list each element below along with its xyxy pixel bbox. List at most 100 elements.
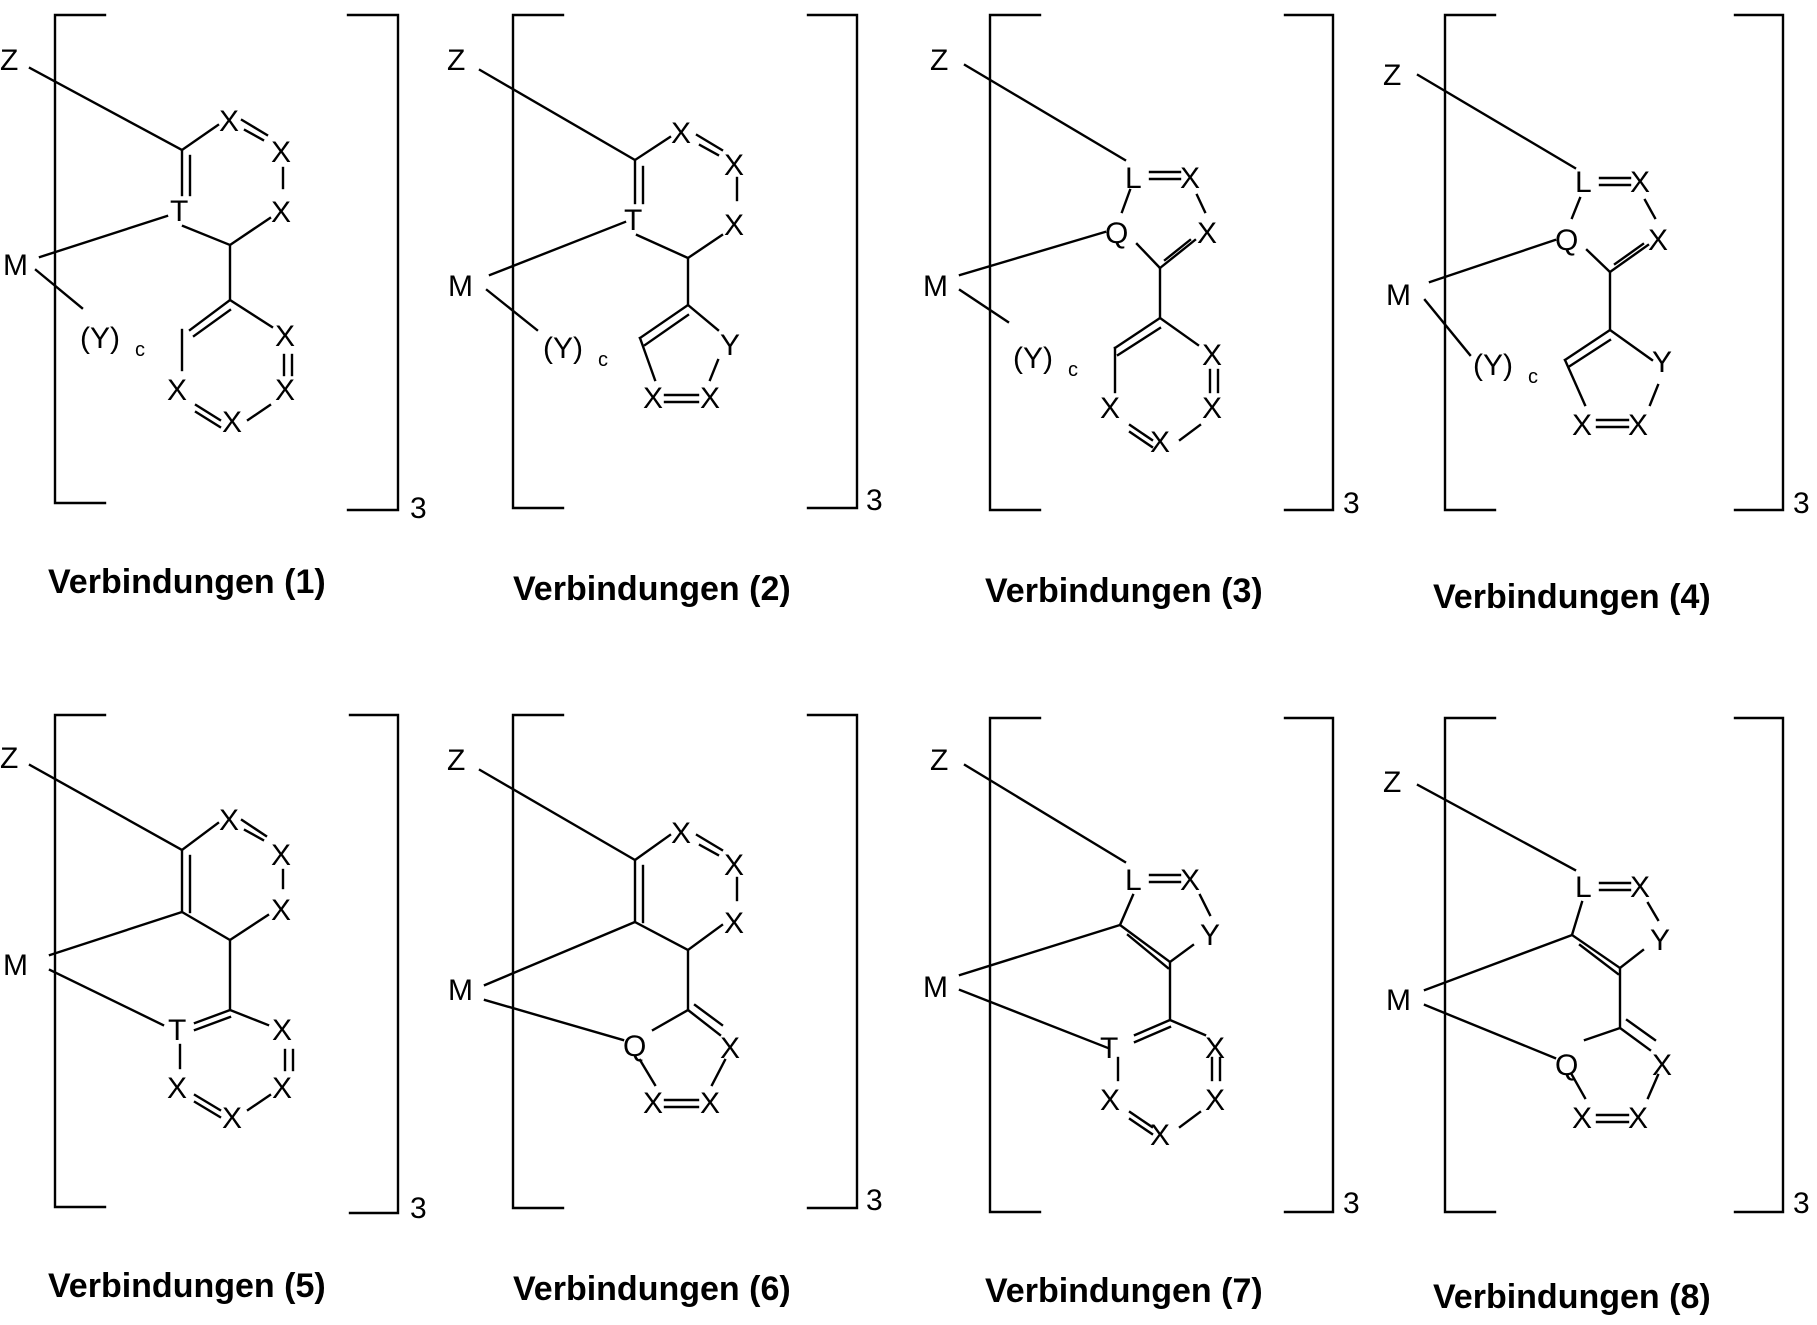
- caption: Verbindungen (7): [985, 1272, 1263, 1310]
- caption: Verbindungen (6): [513, 1270, 791, 1308]
- atom-label: Y: [1652, 346, 1672, 379]
- atom-label: X: [643, 1087, 663, 1120]
- atom-label: X: [1630, 871, 1650, 904]
- atom-label: X: [1652, 1049, 1672, 1082]
- atom-label: X: [271, 894, 291, 927]
- right-bracket: [1285, 15, 1333, 510]
- atom-label: X: [1100, 1084, 1120, 1117]
- atom-label: X: [272, 1072, 292, 1105]
- atom-label: X: [720, 1032, 740, 1065]
- atom-label: Q: [1555, 1049, 1578, 1082]
- multiplier: 3: [410, 1192, 427, 1225]
- atom-label: M: [3, 249, 28, 282]
- atom-label: Y: [1200, 919, 1220, 952]
- atom-label: M: [923, 270, 948, 303]
- right-bracket: [1735, 15, 1783, 510]
- atom-label: (Y): [1013, 342, 1053, 375]
- bond-lines: [30, 765, 293, 1117]
- caption: Verbindungen (8): [1433, 1278, 1711, 1316]
- atom-label: X: [271, 839, 291, 872]
- atom-label: X: [219, 804, 239, 837]
- atom-label: Q: [623, 1030, 646, 1063]
- right-bracket: [348, 15, 398, 510]
- atom-label: Y: [1650, 924, 1670, 957]
- left-bracket: [55, 15, 105, 503]
- multiplier: 3: [866, 484, 883, 517]
- atom-label: Q: [1105, 217, 1128, 250]
- caption: Verbindungen (4): [1433, 578, 1711, 616]
- multiplier: 3: [866, 1184, 883, 1217]
- structure-8: 3 Z M L X Y Q X X X Verb: [1383, 718, 1810, 1316]
- atom-label: Z: [447, 44, 465, 77]
- atom-label: X: [1628, 409, 1648, 442]
- atom-label: X: [167, 1072, 187, 1105]
- structure-6: 3 Z M X X X Q X X X: [447, 715, 883, 1308]
- multiplier: 3: [1793, 1187, 1810, 1220]
- multiplier: 3: [410, 492, 427, 525]
- atom-label: M: [1386, 279, 1411, 312]
- atom-label: X: [724, 849, 744, 882]
- structure-4: 3 Z M (Y) c L X Q X Y X: [1383, 15, 1810, 616]
- atom-label: X: [222, 406, 242, 439]
- atom-label: Z: [0, 742, 18, 775]
- bond-lines: [480, 70, 737, 380]
- bond-lines: [480, 770, 737, 1107]
- atom-label: c: [1068, 359, 1078, 381]
- atom-label: Z: [447, 744, 465, 777]
- atom-label: c: [135, 339, 145, 361]
- atom-label: M: [448, 974, 473, 1007]
- atom-label: M: [448, 270, 473, 303]
- atom-label: Z: [1383, 59, 1401, 92]
- atom-label: X: [219, 105, 239, 138]
- left-bracket: [55, 715, 105, 1207]
- atom-label: T: [624, 204, 642, 237]
- atom-label: Z: [1383, 766, 1401, 799]
- atom-label: X: [275, 374, 295, 407]
- atom-label: X: [271, 136, 291, 169]
- atom-label: X: [271, 196, 291, 229]
- caption: Verbindungen (2): [513, 570, 791, 608]
- atom-label: X: [724, 149, 744, 182]
- atom-label: X: [1205, 1084, 1225, 1117]
- structure-5: 3 Z M X X X T X: [0, 715, 427, 1305]
- atom-label: X: [1180, 162, 1200, 195]
- atom-label: T: [1100, 1032, 1118, 1065]
- atom-label: c: [1528, 366, 1538, 388]
- atom-label: Z: [0, 44, 18, 77]
- atom-label: X: [700, 382, 720, 415]
- atom-label: X: [1648, 224, 1668, 257]
- left-bracket: [1445, 718, 1495, 1212]
- bond-lines: [960, 765, 1220, 1134]
- atom-label: X: [1572, 1102, 1592, 1135]
- multiplier: 3: [1343, 487, 1360, 520]
- double-bond: [665, 395, 698, 402]
- atom-label: (Y): [1473, 349, 1513, 382]
- left-bracket: [990, 15, 1040, 510]
- atom-label: X: [1630, 166, 1650, 199]
- right-bracket: [350, 715, 398, 1213]
- atom-label: X: [1150, 426, 1170, 459]
- atom-label: Q: [1555, 224, 1578, 257]
- caption: Verbindungen (1): [48, 563, 326, 601]
- atom-label: Z: [930, 44, 948, 77]
- atom-label: X: [724, 209, 744, 242]
- atom-label: T: [168, 1014, 186, 1047]
- atom-label: (Y): [543, 332, 583, 365]
- atom-label: X: [671, 817, 691, 850]
- left-bracket: [990, 718, 1040, 1212]
- multiplier: 3: [1343, 1187, 1360, 1220]
- atom-label: (Y): [80, 322, 120, 355]
- atom-label: X: [643, 382, 663, 415]
- right-bracket: [1735, 718, 1783, 1212]
- atom-label: Z: [930, 744, 948, 777]
- atom-label: L: [1125, 162, 1142, 195]
- right-bracket: [1285, 718, 1333, 1212]
- atom-label: X: [275, 320, 295, 353]
- structure-2: 3 Z M (Y) c T X X X Y X X: [447, 15, 883, 608]
- bond-lines: [1418, 785, 1658, 1122]
- atom-label: X: [700, 1087, 720, 1120]
- atom-label: X: [272, 1014, 292, 1047]
- atom-label: X: [1100, 392, 1120, 425]
- right-bracket: [808, 715, 857, 1208]
